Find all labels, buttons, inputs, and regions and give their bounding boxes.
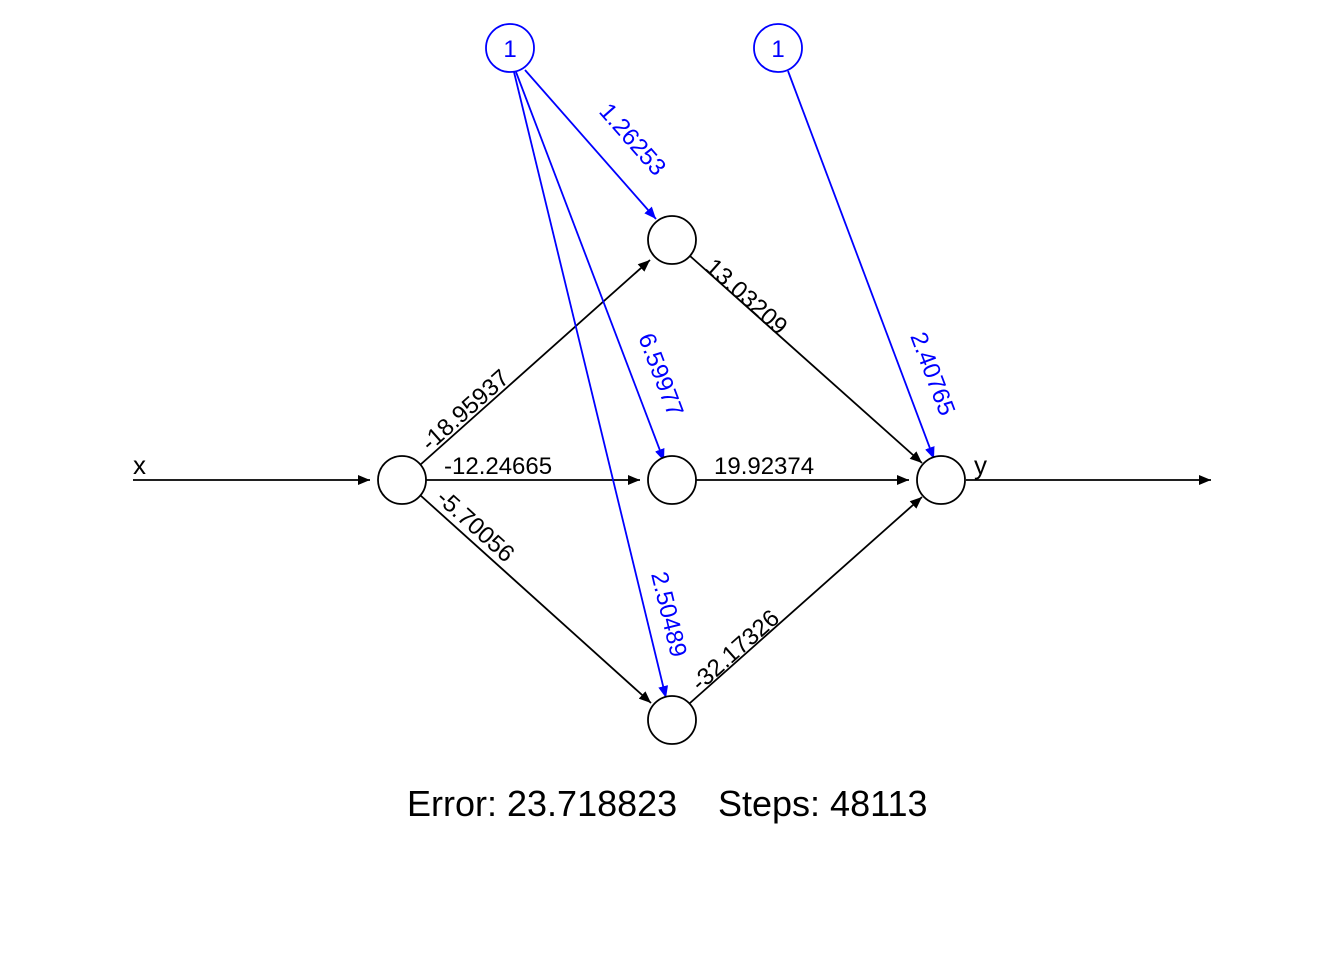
input-node <box>377 455 427 505</box>
bias-node-1-label: 1 <box>503 36 516 63</box>
weight-b1-h2: 6.59977 <box>632 330 688 421</box>
hidden-node-3 <box>647 695 697 745</box>
output-node <box>916 455 966 505</box>
edge-x-h3 <box>419 494 652 704</box>
weight-h3-y: -32.17326 <box>686 605 785 697</box>
edge-h1-y <box>689 255 923 464</box>
output-label: y <box>974 450 987 480</box>
weight-x-h3: -5.70056 <box>431 484 519 567</box>
weight-b1-h1: 1.26253 <box>593 98 671 181</box>
weight-b2-y: 2.40765 <box>904 329 960 420</box>
edge-x-h1 <box>419 259 651 466</box>
input-label: x <box>133 450 146 480</box>
weight-x-h1: -18.95937 <box>416 364 515 456</box>
error-text: Error: 23.718823 <box>407 783 677 824</box>
edge-b1-h1 <box>524 69 657 220</box>
weight-b1-h3: 2.50489 <box>645 569 692 660</box>
edge-h3-y <box>689 496 923 704</box>
bias-node-1 <box>485 23 535 73</box>
bias-node-2-label: 1 <box>771 36 784 63</box>
bias-node-2 <box>753 23 803 73</box>
steps-text: Steps: 48113 <box>718 783 928 824</box>
edge-b2-y <box>787 70 935 460</box>
edge-b1-h3 <box>513 71 669 699</box>
weight-x-h2: -12.24665 <box>444 453 552 480</box>
edge-b1-h2 <box>515 71 665 462</box>
hidden-node-2 <box>647 455 697 505</box>
hidden-node-1 <box>647 215 697 265</box>
weight-h2-y: 19.92374 <box>714 453 814 480</box>
weight-h1-y: 13.03209 <box>700 253 792 340</box>
